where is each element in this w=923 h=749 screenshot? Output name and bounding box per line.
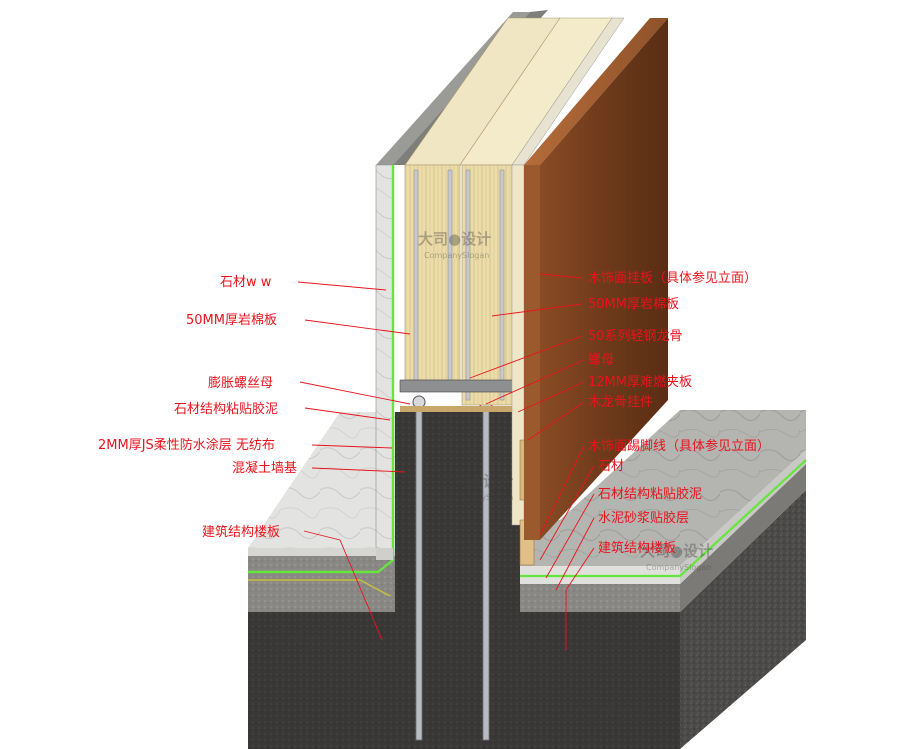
label-steel-stud: 50系列轻钢龙骨 (588, 329, 683, 344)
stone-floor-left-front (248, 548, 395, 556)
waterproof-line-floor-right (520, 459, 807, 578)
bottom-track-wood (400, 406, 520, 412)
watermark-brand-5: 大司●设计 (574, 698, 647, 716)
watermark-slogan-5: CompanySlogan (580, 719, 645, 728)
watermark-slogan-2: CompanySlogan (448, 493, 513, 502)
concrete-wall-base-deep (395, 630, 520, 749)
label-stone-adhesive-left: 石材结构粘贴胶泥 (174, 401, 278, 417)
label-floor-slab-left: 建筑结构楼板 (202, 524, 280, 540)
watermark-slogan-1: CompanySlogan (424, 251, 489, 260)
mortar-layer-right (520, 584, 680, 612)
steel-stud-left-2 (447, 169, 453, 381)
label-cement-mortar: 水泥砂浆贴胶层 (598, 510, 689, 526)
watermark-brand-1: 大司●设计 (418, 230, 491, 248)
stone-floor-right (520, 410, 806, 566)
labels-left: 石材w w 50MM厚岩棉板 膨胀螺丝母 石材结构粘贴胶泥 2MM厚JS柔性防水… (98, 275, 297, 540)
label-stone-adhesive-right: 石材结构粘贴胶泥 (598, 486, 702, 502)
label-wood-panel: 木饰面挂板（具体参见立面） (588, 270, 757, 286)
label-stone-right: 石材 (598, 459, 624, 474)
leader-lines (297, 273, 595, 650)
label-plywood: 12MM厚难燃夹板 (588, 374, 692, 390)
label-wood-baseboard: 木饰面踢脚线（具体参见立面） (588, 438, 770, 454)
mortar-layer-side (680, 464, 806, 612)
wall-stone-foot (376, 548, 393, 560)
waterproof-line-wall (248, 165, 395, 574)
label-floor-slab-right: 建筑结构楼板 (598, 540, 676, 556)
stone-cladding-face (380, 168, 392, 548)
watermark-2: 大司●设计 CompanySlogan (440, 472, 513, 502)
label-stone-ww: 石材w w (220, 275, 272, 290)
label-waterproof-coating: 2MM厚JS柔性防水涂层 无纺布 (98, 437, 275, 453)
label-wood-hanger: 木龙骨挂件 (588, 395, 653, 410)
anchor-bolt-left (415, 409, 423, 741)
watermark-5: 大司●设计 CompanySlogan (574, 698, 647, 728)
wood-panel-side (540, 18, 668, 540)
watermark-3: 大司●设计 CompanySlogan (262, 626, 335, 656)
watermark-1: 大司●设计 CompanySlogan (418, 230, 491, 260)
floor-slab-side (680, 490, 806, 749)
steel-stud-right-2 (499, 169, 505, 401)
label-nut: 螺母 (588, 353, 614, 368)
anchor-bolt-right (482, 409, 490, 741)
steel-stud-right (465, 169, 471, 401)
waterproof-line-floor-left (248, 579, 391, 597)
watermark-brand-2: 大司●设计 (440, 472, 513, 490)
watermark-slogan-3: CompanySlogan (268, 647, 333, 656)
mortar-layer-left (248, 556, 395, 612)
wood-panel-top (524, 18, 668, 165)
label-rockwool-left: 50MM厚岩棉板 (186, 313, 277, 328)
watermark-brand-4: 大司●设计 (640, 542, 713, 560)
watermark-brand-3: 大司●设计 (262, 626, 335, 644)
stone-floor-left (248, 412, 395, 548)
bottom-track (399, 379, 519, 393)
label-concrete-wall-base: 混凝土墙基 (232, 460, 297, 476)
steel-stud-left (413, 169, 419, 381)
watermark-slogan-4: CompanySlogan (646, 563, 711, 572)
labels-right: 木饰面挂板（具体参见立面） 50MM厚岩棉板 50系列轻钢龙骨 螺母 12MM厚… (588, 270, 770, 556)
label-rockwool-right: 50MM厚岩棉板 (588, 297, 679, 312)
wood-panel-front (524, 165, 540, 540)
concrete-wall-base (395, 412, 520, 630)
watermark-4: 大司●设计 CompanySlogan (640, 542, 713, 572)
label-expansion-nut: 膨胀螺丝母 (208, 376, 273, 391)
